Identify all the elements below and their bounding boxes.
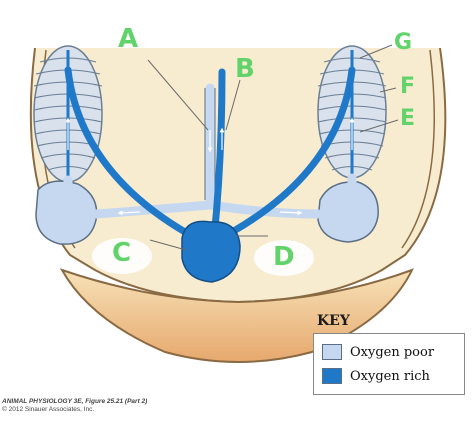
credit-line-2: © 2012 Sinauer Associates, Inc. (2, 406, 95, 413)
oxygen-poor-vessel-outline (204, 88, 216, 200)
key-box: Oxygen poor Oxygen rich (313, 333, 465, 395)
flow-arrows (65, 117, 355, 216)
oxygen-rich-vessels (64, 66, 356, 242)
systemic-heart (181, 220, 241, 283)
key-item-label: Oxygen rich (350, 368, 430, 384)
label-backdrops (92, 238, 314, 276)
right-gill (317, 45, 387, 179)
oxygen-poor-swatch (322, 344, 342, 360)
label-pointers (147, 44, 399, 251)
key-item-oxygen-rich: Oxygen rich (322, 367, 430, 385)
oxygen-rich-swatch (322, 368, 342, 384)
figure-credit: ANIMAL PHYSIOLOGY 3E, Figure 25.21 (Part… (2, 398, 147, 414)
label-a: A (118, 24, 139, 54)
key-title: KEY (317, 313, 350, 329)
label-g: G (394, 30, 413, 55)
label-c: C (112, 238, 132, 268)
label-b: B (235, 54, 255, 84)
key-legend: KEY Oxygen poor Oxygen rich (313, 313, 467, 397)
key-item-oxygen-poor: Oxygen poor (322, 343, 434, 361)
key-item-label: Oxygen poor (350, 344, 435, 360)
credit-line-1: ANIMAL PHYSIOLOGY 3E, Figure 25.21 (Part… (2, 398, 148, 405)
label-e: E (400, 106, 416, 131)
label-d: D (273, 242, 295, 272)
right-branchial-heart (317, 181, 379, 243)
left-gill (33, 45, 103, 183)
label-f: F (400, 74, 416, 99)
